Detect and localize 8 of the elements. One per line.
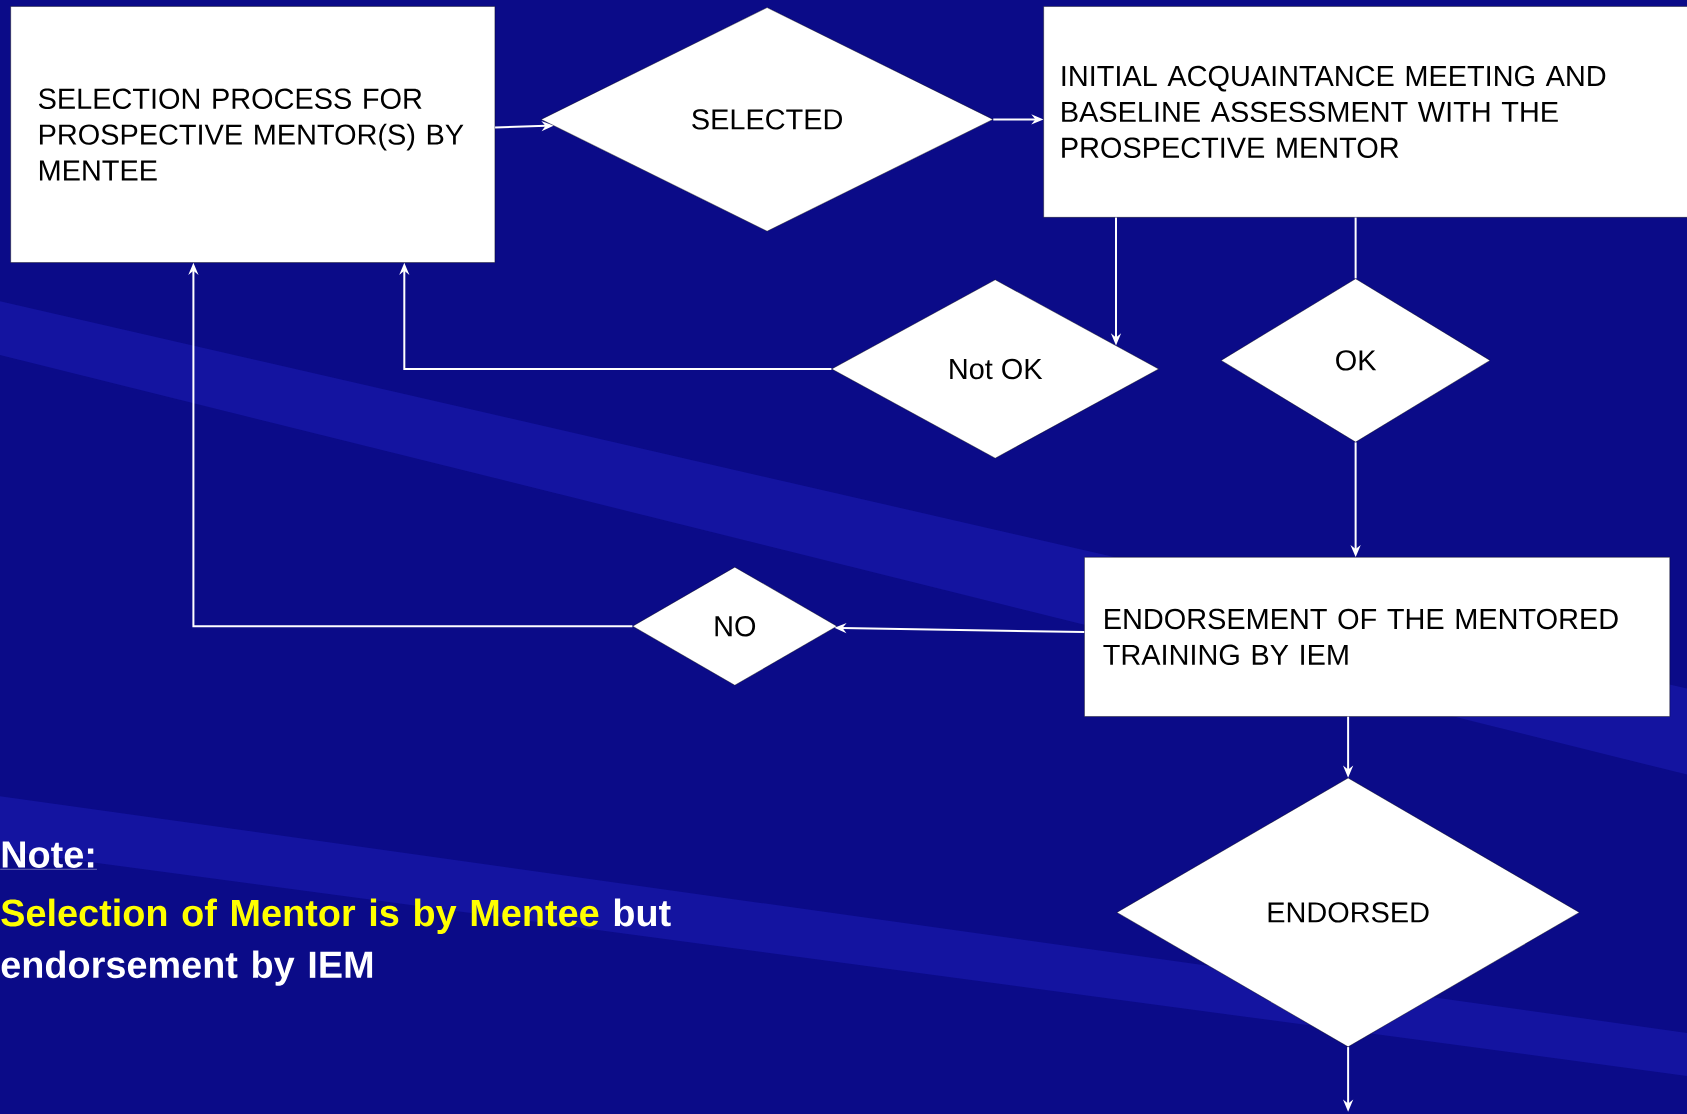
label: Selection of Mentor is by Mentee	[1, 898, 599, 934]
label: but	[614, 898, 671, 927]
note-heading: Note:	[0, 841, 98, 870]
process-box: INITIAL ACQUAINTANCE MEETING AND BASELINE ASSESSMENT WITH THE PROSPECTIVE MENTOR	[1043, 6, 1687, 218]
process-box: ENDORSEMENT OF THE MENTORED TRAINING BY IEM	[1084, 557, 1670, 717]
process-box: SELECTION PROCESS FOR PROSPECTIVE MENTOR(S) BY MENTEE	[10, 6, 496, 263]
label: endorsement by IEM	[1, 950, 373, 986]
note-text: Selection of Mentor is by Mentee but endorsement by IEM	[1, 898, 671, 986]
